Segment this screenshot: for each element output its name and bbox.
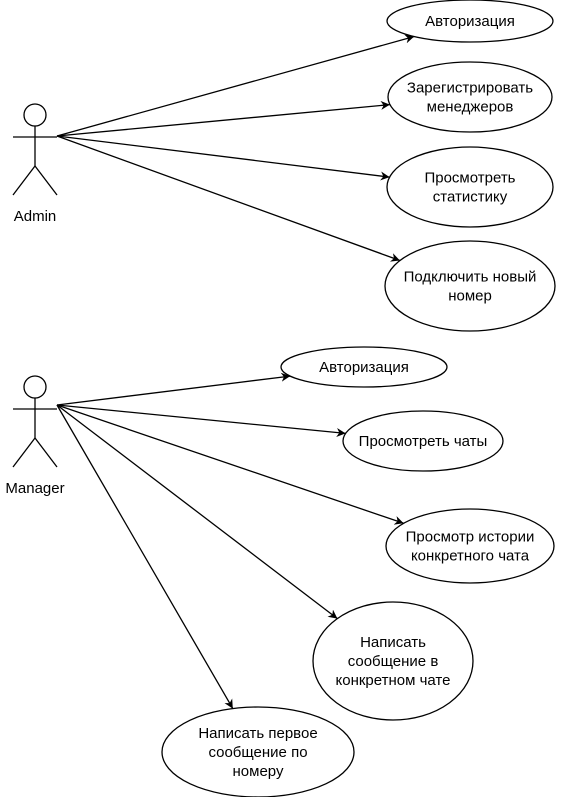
actor-admin: Admin — [12, 103, 58, 225]
use-case-manager-first-message[interactable]: Написать первое сообщение по номеру — [161, 706, 355, 797]
use-case-label: Написать первое — [198, 725, 317, 742]
association-manager-chat-history — [56, 404, 404, 525]
use-case-ellipse[interactable] — [386, 146, 554, 228]
actor-right-leg — [34, 165, 58, 196]
use-case-label: номеру — [233, 763, 284, 780]
use-case-admin-view-stats[interactable]: Просмотреть статистику — [386, 146, 554, 228]
use-case-label: конкретном чате — [336, 672, 451, 689]
use-case-ellipse[interactable] — [386, 0, 554, 43]
actor-left-leg — [12, 437, 36, 468]
use-case-ellipse[interactable] — [342, 410, 504, 472]
use-case-label: Подключить новый — [404, 269, 537, 286]
use-case-admin-connect-number[interactable]: Подключить новый номер — [384, 240, 556, 332]
actor-head-icon — [23, 375, 47, 399]
use-case-label: менеджеров — [427, 99, 514, 116]
use-case-manager-view-chats[interactable]: Просмотреть чаты — [342, 410, 504, 472]
use-case-manager-auth[interactable]: Авторизация — [280, 346, 448, 388]
use-case-label: номер — [448, 288, 492, 305]
use-case-label: сообщение в — [348, 653, 439, 670]
association-manager-write-in-chat — [56, 404, 338, 620]
association-admin-view-stats — [56, 135, 390, 181]
use-case-label: статистику — [433, 189, 508, 206]
use-cases: АвторизацияЗарегистрироватьменеджеровПро… — [161, 0, 556, 797]
actor-left-leg — [12, 165, 36, 196]
use-case-manager-write-in-chat[interactable]: Написать сообщение в конкретном чате — [312, 601, 474, 721]
use-case-ellipse[interactable] — [384, 240, 556, 332]
use-case-label: Зарегистрировать — [407, 80, 533, 97]
use-case-ellipse[interactable] — [161, 706, 355, 797]
use-case-label: Авторизация — [319, 359, 409, 376]
association-manager-view-chats — [56, 404, 346, 437]
actor-manager: Manager — [5, 375, 65, 497]
use-case-ellipse[interactable] — [385, 508, 555, 584]
use-case-label: Просмотр истории — [406, 529, 535, 546]
use-case-ellipse[interactable] — [280, 346, 448, 388]
actor-name: Admin — [14, 208, 57, 225]
use-case-admin-register-managers[interactable]: Зарегистрировать менеджеров — [387, 61, 553, 133]
actor-head-icon — [23, 103, 47, 127]
association-admin-connect-number — [56, 135, 401, 262]
use-case-label: Просмотреть чаты — [359, 433, 488, 450]
association-manager-first-message — [56, 404, 234, 709]
actor-name: Manager — [5, 480, 64, 497]
associations — [56, 34, 415, 709]
use-case-label: сообщение по — [208, 744, 307, 761]
use-case-ellipse[interactable] — [312, 601, 474, 721]
use-case-label: Авторизация — [425, 13, 515, 30]
use-case-admin-auth[interactable]: Авторизация — [386, 0, 554, 43]
association-admin-auth — [56, 34, 415, 137]
actor-right-leg — [34, 437, 58, 468]
use-case-manager-chat-history[interactable]: Просмотр истории конкретного чата — [385, 508, 555, 584]
use-case-ellipse[interactable] — [387, 61, 553, 133]
use-case-label: Просмотреть — [424, 170, 515, 187]
use-case-label: Написать — [360, 634, 426, 651]
association-manager-auth — [56, 372, 291, 406]
association-admin-register-managers — [56, 100, 390, 137]
use-case-label: конкретного чата — [411, 548, 530, 565]
